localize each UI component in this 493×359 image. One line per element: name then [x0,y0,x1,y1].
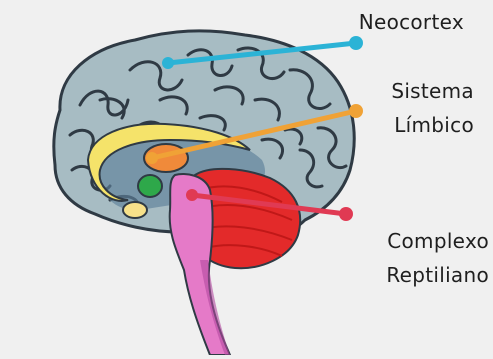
reptilian-label-line1: Complexo [386,224,489,258]
hippocampus [123,202,147,218]
limbic-label-line2: Límbico [391,108,474,142]
neocortex-label: Neocortex [359,10,464,34]
amygdala [138,175,162,197]
limbic-label-line1: Sistema [391,74,474,108]
limbic-system-label: Sistema Límbico [391,74,474,142]
reptilian-label-line2: Reptiliano [386,258,489,292]
reptilian-complex-label: Complexo Reptiliano [386,224,489,292]
